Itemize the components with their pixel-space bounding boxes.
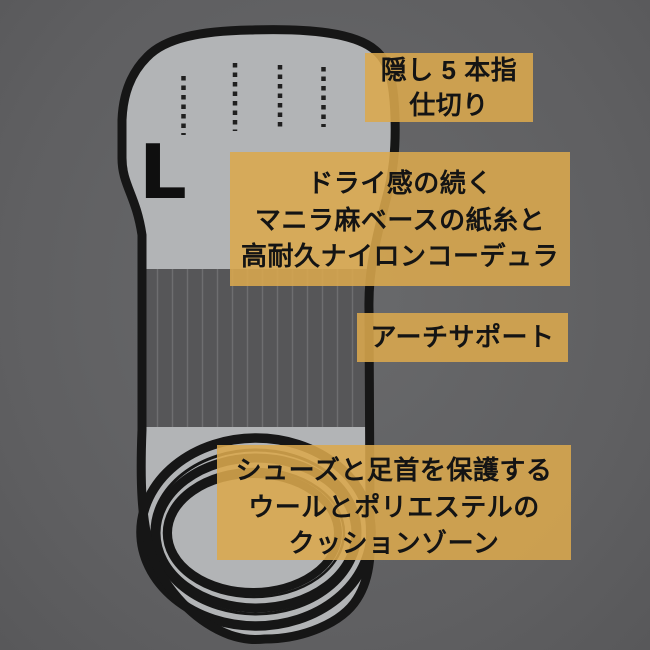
label-hidden-toe-dividers: 隠し 5 本指 仕切り [365, 53, 533, 122]
label-line: 高耐久ナイロンコーデュラ [240, 241, 559, 271]
label-line: マニラ麻ベースの紙糸と [254, 204, 546, 235]
label-line: ウールとポリエステルの [248, 491, 540, 522]
arch-support-band [122, 269, 390, 427]
label-cushion-zone: シューズと足首を保護する ウールとポリエステルの クッションゾーン [217, 445, 571, 560]
label-line: シューズと足首を保護する [235, 455, 553, 485]
toe-divider-dotted-lines [181, 63, 326, 135]
label-line: 隠し 5 本指 [380, 55, 518, 85]
label-line: クッションゾーン [288, 528, 500, 558]
label-arch-support: アーチサポート [357, 313, 568, 362]
label-dry-material: ドライ感の続く マニラ麻ベースの紙糸と 高耐久ナイロンコーデュラ [230, 152, 570, 286]
label-line: ドライ感の続く [307, 168, 493, 198]
label-line: 仕切り [409, 89, 489, 120]
size-label: L [139, 128, 187, 216]
label-line: アーチサポート [370, 322, 555, 352]
